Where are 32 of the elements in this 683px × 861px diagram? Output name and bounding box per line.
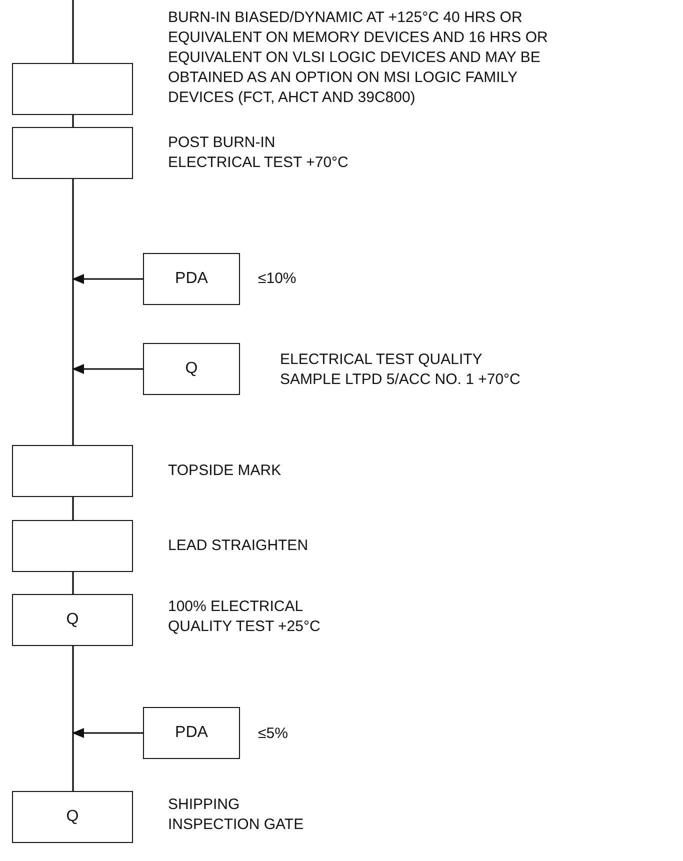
step-description: LEAD STRAIGHTEN bbox=[168, 536, 310, 556]
step-description: ≤10% bbox=[258, 269, 298, 289]
connector-line bbox=[72, 646, 74, 791]
connector-line bbox=[72, 572, 74, 594]
process-box bbox=[12, 520, 133, 572]
arrow bbox=[72, 364, 143, 374]
arrow bbox=[72, 728, 143, 738]
box-label: Q bbox=[66, 808, 79, 826]
step-box bbox=[143, 343, 240, 395]
process-box bbox=[12, 445, 133, 497]
step-description: POST BURN-IN ELECTRICAL TEST +70°C bbox=[168, 133, 350, 173]
connector-line bbox=[72, 0, 74, 63]
step-description: BURN-IN BIASED/DYNAMIC AT +125°C 40 HRS OR EQUIVALENT ON MEMORY DEVICES AND 16 HRS OR EQUIVALENT ON VLSI LOGIC DEVICES AND MAY BE OBTAINED AS AN OPTION ON MSI LOGIC FAMILY DEVICES (FCT, AHCT AND 39C800) bbox=[168, 8, 549, 108]
box-label: PDA bbox=[175, 270, 208, 288]
box-label: Q bbox=[66, 611, 79, 629]
box-label: Q bbox=[185, 360, 198, 378]
connector-line bbox=[72, 179, 74, 445]
step-box bbox=[12, 791, 133, 843]
connector-line bbox=[72, 115, 74, 127]
process-box bbox=[12, 63, 133, 115]
step-box bbox=[12, 594, 133, 646]
process-box bbox=[12, 127, 133, 179]
step-box bbox=[143, 253, 240, 305]
step-description: TOPSIDE MARK bbox=[168, 461, 282, 481]
arrow bbox=[72, 274, 143, 284]
connector-line bbox=[72, 497, 74, 520]
step-description: 100% ELECTRICAL QUALITY TEST +25°C bbox=[168, 597, 322, 637]
box-label: PDA bbox=[175, 724, 208, 742]
step-description: ≤5% bbox=[258, 724, 289, 744]
step-description: ELECTRICAL TEST QUALITY SAMPLE LTPD 5/ACC NO. 1 +70°C bbox=[280, 350, 522, 390]
step-box bbox=[143, 707, 240, 759]
step-description: SHIPPING INSPECTION GATE bbox=[168, 795, 305, 835]
